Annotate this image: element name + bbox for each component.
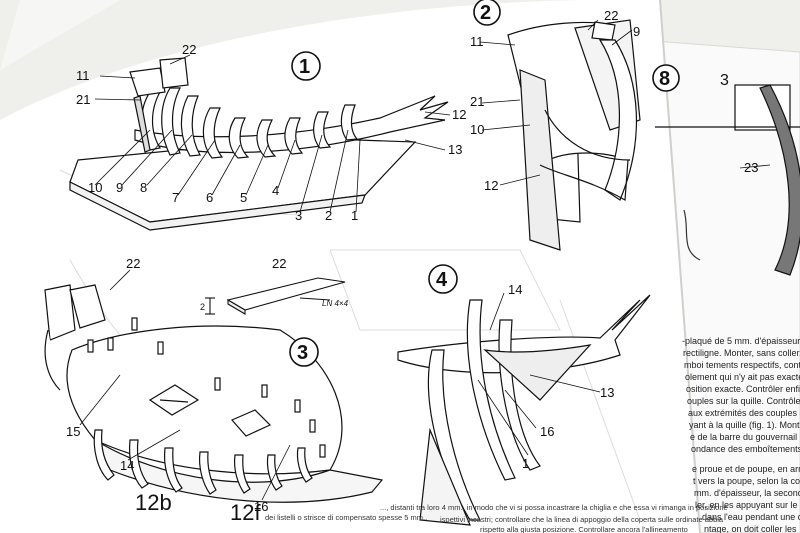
label-13: 13 [448, 142, 462, 157]
figure-4 [397, 294, 651, 526]
strip-label: 22 [272, 256, 286, 271]
frame-a [427, 349, 481, 521]
svg-text:e proue et de poupe, en arro: e proue et de poupe, en arro [692, 464, 800, 474]
step-4-badge [428, 264, 458, 294]
deck-posts [87, 317, 326, 458]
svg-text:olement qui n'y ait pas exacte: olement qui n'y ait pas exactem [685, 372, 800, 382]
label-14: 14 [508, 282, 522, 297]
label-11: 11 [76, 68, 90, 83]
step-1-badge [291, 51, 321, 81]
svg-text:ntage, on doit coller les: ntage, on doit coller les [704, 524, 797, 533]
label-22: 22 [126, 256, 140, 271]
hatch-1 [148, 384, 200, 416]
figure-3 [44, 284, 384, 503]
hatch-2 [231, 409, 272, 437]
step-2-badge [473, 0, 501, 26]
label-16: 16 [254, 499, 268, 514]
label-10: 10 [470, 122, 484, 137]
figure-1 [69, 57, 449, 231]
figure-8-leader [739, 164, 771, 169]
figure-4-leaders [477, 292, 601, 456]
svg-text:..., distanti tra loro 4 mm.,: ..., distanti tra loro 4 mm., in modo ch… [380, 503, 728, 512]
label-13: 13 [600, 385, 614, 400]
label-1: 1 [351, 208, 358, 223]
label-1: 1 [522, 456, 529, 471]
strip-part [205, 277, 346, 315]
label-11: 11 [470, 34, 484, 49]
svg-text:t vers la poupe, selon la cou: t vers la poupe, selon la cou [693, 476, 800, 486]
label-8: 8 [140, 180, 147, 195]
bleed-number: 12f [230, 500, 261, 525]
page-corner [0, 0, 120, 70]
label-15: 15 [66, 424, 80, 439]
label-4: 4 [272, 183, 279, 198]
svg-text:osition exacte. Contrôler enfi: osition exacte. Contrôler enfin [686, 384, 800, 394]
frame-b [466, 299, 516, 481]
hull-planking [759, 84, 800, 276]
svg-text:ouples sur la quille. Contrôle: ouples sur la quille. Contrôler enc [687, 396, 800, 406]
svg-text:rectiligne. Monter, sans colle: rectiligne. Monter, sans coller, les [683, 348, 800, 358]
transom-top [44, 284, 76, 341]
step-8-number: 8 [659, 68, 670, 90]
figure-2-leaders [479, 19, 633, 186]
keel-bow [397, 294, 651, 374]
label-5: 5 [240, 190, 247, 205]
step-3-badge [289, 337, 319, 367]
svg-text:e de la barre du gouvernail (f: e de la barre du gouvernail (fig [690, 432, 800, 442]
transom [129, 67, 166, 97]
svg-text:rispetto alla giusta posizione: rispetto alla giusta posizione. Controll… [480, 525, 688, 533]
label-22: 22 [182, 42, 196, 57]
svg-text:mm. d'épaisseur, la second: mm. d'épaisseur, la second [694, 488, 800, 498]
figure-1-leaders [94, 54, 451, 213]
page-edge-shadow [659, 0, 701, 533]
label-22: 22 [604, 8, 618, 23]
label-12: 12 [452, 107, 466, 122]
step-2-number: 2 [480, 2, 491, 24]
step-8-badge [652, 64, 680, 92]
figure-3-leaders [79, 269, 291, 501]
stern-panel [159, 57, 189, 89]
label-9: 9 [116, 180, 123, 195]
svg-text:-plaqué de 5 mm. d'épaisseur,: -plaqué de 5 mm. d'épaisseur, à u [682, 336, 800, 346]
bleed-number: 12b [135, 490, 172, 515]
label-10: 10 [88, 180, 102, 195]
strip-dimension: 2 [200, 302, 205, 312]
svg-text:ondance des emboîtements: ondance des emboîtements [691, 444, 800, 454]
svg-text:dei listelli o strisce di comp: dei listelli o strisce di compensato spe… [265, 513, 427, 522]
step-1-number: 1 [299, 56, 310, 78]
svg-text:yant à la quille (fig. 1). Mon: yant à la quille (fig. 1). Monte [689, 420, 800, 430]
label-3: 3 [295, 208, 302, 223]
svg-text:ispettivi incastri; controllar: ispettivi incastri; controllare che la l… [440, 515, 724, 524]
strip-section: LN 4×4 [322, 299, 349, 308]
label-21: 21 [470, 94, 484, 109]
label-21: 21 [76, 92, 90, 107]
figure-2 [507, 19, 641, 251]
step-4-number: 4 [436, 269, 448, 291]
label-14: 14 [120, 458, 134, 473]
svg-text:dans l'eau pendant une de: dans l'eau pendant une de [702, 512, 800, 522]
label-6: 6 [206, 190, 213, 205]
label-16: 16 [540, 424, 554, 439]
figure-8 [655, 84, 800, 276]
svg-text:mboi tements respectifs, contr: mboi tements respectifs, contrôl [684, 360, 800, 370]
label-7: 7 [172, 190, 179, 205]
svg-text:aux extrémités des couples et: aux extrémités des couples et [688, 408, 800, 418]
bleed-number: 3 [720, 72, 729, 89]
label-9: 9 [633, 24, 640, 39]
side-text: -plaqué de 5 mm. d'épaisseur, à u rectil… [682, 336, 800, 533]
label-2: 2 [325, 208, 332, 223]
frames [93, 429, 313, 495]
label-23: 23 [744, 160, 758, 175]
svg-text:ler, en les appuyant sur le: ler, en les appuyant sur le [695, 500, 798, 510]
bottom-text: ..., distanti tra loro 4 mm., in modo ch… [265, 503, 728, 533]
step-3-number: 3 [297, 342, 308, 364]
label-12: 12 [484, 178, 498, 193]
